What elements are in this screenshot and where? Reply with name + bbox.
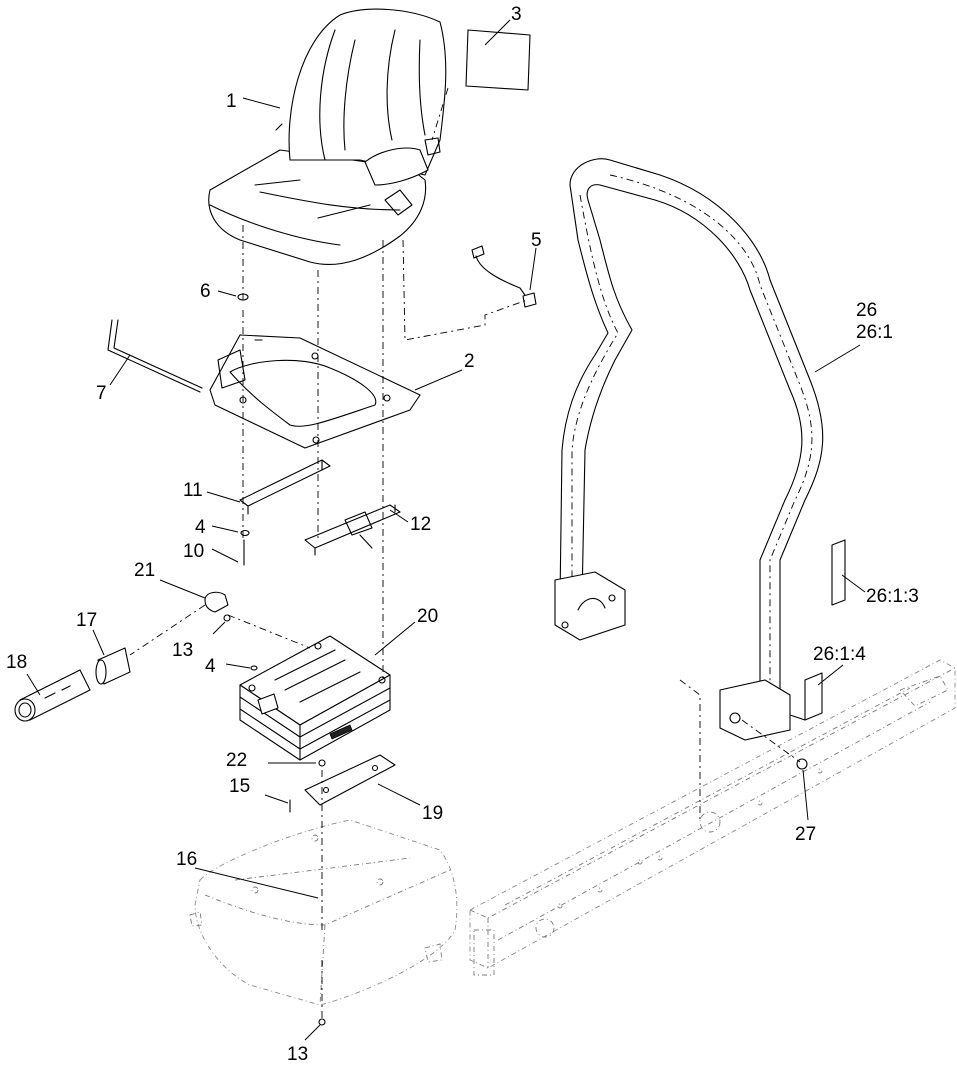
rollover-protection-bar [554, 158, 824, 770]
hardware [223, 293, 326, 1026]
callout-5: 5 [531, 230, 542, 251]
callout-16: 16 [176, 849, 197, 870]
callout-1: 1 [226, 91, 237, 112]
assembly-lines [129, 87, 801, 1020]
callout-26-1-4: 26:1:4 [813, 644, 866, 665]
callout-7: 7 [96, 383, 107, 404]
seat-pan-phantom [189, 819, 458, 1006]
callout-10: 10 [183, 541, 204, 562]
seat-suspension [239, 635, 391, 761]
decal-26-1-4 [804, 672, 823, 721]
callout-21: 21 [134, 560, 155, 581]
slide-rail-right [304, 504, 401, 556]
callout-3: 3 [511, 4, 522, 25]
callout-13-upper: 13 [172, 640, 193, 661]
callout-22: 22 [226, 750, 247, 771]
callout-6: 6 [200, 281, 211, 302]
seat-assembly [208, 8, 447, 265]
callout-4-upper: 4 [195, 517, 206, 538]
mount-bracket [289, 754, 396, 813]
seat-switch-harness [471, 245, 537, 308]
callout-2: 2 [464, 351, 475, 372]
callout-labels: 1 2 3 4 4 5 6 7 10 11 12 13 13 15 16 17 … [6, 4, 919, 1065]
leader-lines [26, 19, 866, 1041]
callout-4-lower: 4 [205, 656, 216, 677]
callout-15: 15 [229, 776, 250, 797]
callout-11: 11 [183, 480, 203, 501]
callout-27: 27 [795, 824, 816, 845]
decal-26-1-3 [831, 539, 846, 606]
frame-rail-phantom [469, 659, 956, 976]
decal-3 [465, 29, 531, 91]
callout-26-1: 26:1 [856, 322, 893, 343]
callout-19: 19 [422, 803, 443, 824]
callout-18: 18 [6, 652, 27, 673]
callout-26-1-3: 26:1:3 [866, 586, 919, 607]
callout-20: 20 [417, 606, 438, 627]
slide-rail-left [239, 459, 331, 515]
seat-adjust-lever [107, 319, 203, 393]
seat-plate [209, 334, 421, 449]
callout-26: 26 [856, 300, 877, 321]
callout-13-lower: 13 [287, 1044, 308, 1065]
callout-12: 12 [410, 514, 431, 535]
cup-holder [14, 591, 229, 722]
callout-17: 17 [76, 610, 97, 631]
